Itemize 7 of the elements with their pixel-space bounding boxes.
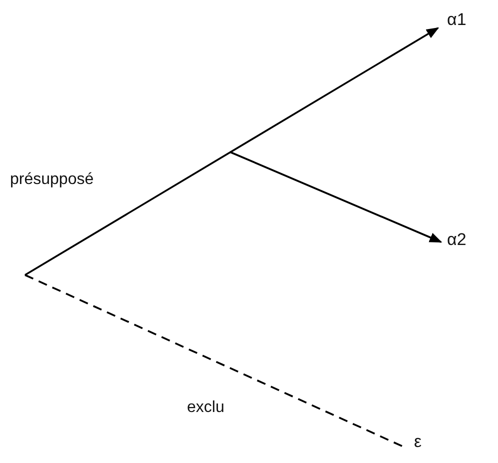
node-label: α1 (447, 10, 466, 30)
arrow (24, 27, 440, 276)
node-label: α2 (447, 230, 466, 250)
edge-label: présupposé (10, 170, 94, 190)
dashed-line (24, 274, 404, 448)
node-label: ε (414, 432, 422, 452)
arrow (230, 151, 442, 243)
